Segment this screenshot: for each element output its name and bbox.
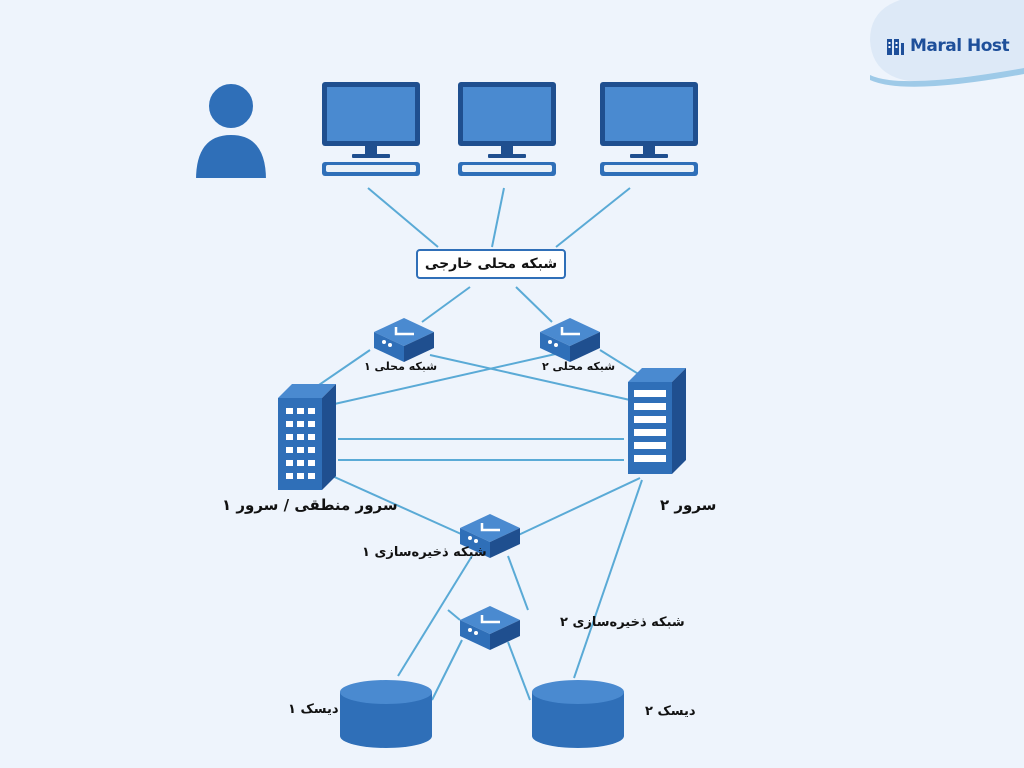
user-icon [191,80,271,182]
computer-icon [458,82,556,176]
switch-icon-lan-2 [540,318,600,362]
switch-icon-storage-1 [460,514,520,558]
server-icon-2 [628,368,686,474]
switch-icon-lan-1 [374,318,434,362]
external-lan-box: شبکه محلی خارجی [416,249,566,279]
computer-icon [322,82,420,176]
disk-1-label: دیسک ۱ [288,702,339,717]
lan-1-label: شبکه محلی ۱ [364,360,438,373]
disk-icon-1 [340,680,432,748]
storage-net-1-label: شبکه ذخیره‌سازی ۱ [362,545,487,560]
connection-lines [315,187,643,701]
logo-badge [870,0,1024,87]
server-1-label: سرور منطقی / سرور ۱ [222,496,398,514]
server-icon-1 [278,384,336,490]
switch-icon-storage-2 [460,606,520,650]
logo-icon [886,37,906,57]
brand-name: Maral Host [910,36,1010,56]
storage-net-2-label: شبکه ذخیره‌سازی ۲ [560,615,685,630]
disk-2-label: دیسک ۲ [645,704,696,719]
disk-icon-2 [532,680,624,748]
computer-icon [600,82,698,176]
server-2-label: سرور ۲ [660,496,717,514]
lan-2-label: شبکه محلی ۲ [542,360,616,373]
